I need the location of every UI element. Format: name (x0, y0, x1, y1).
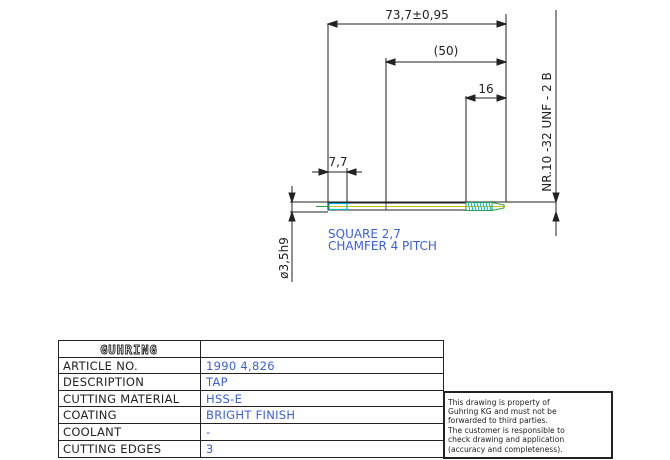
disclaimer-box: This drawing is property of Guhring KG a… (443, 391, 613, 459)
cutting-edges-label: CUTTING EDGES (63, 442, 161, 456)
disclaimer-line: This drawing is property of (447, 398, 550, 407)
guhring-logo: GUHRING (100, 343, 158, 357)
coating-value: BRIGHT FINISH (206, 408, 295, 422)
disclaimer-line: (accuracy and completeness). (448, 445, 563, 454)
disclaimer-line: The customer is responsible to (447, 426, 565, 435)
overall-length-text: 73,7±0,95 (385, 8, 449, 22)
dimension-lines (288, 20, 560, 282)
chamfer-annotation: CHAMFER 4 PITCH (328, 239, 437, 253)
cutting-edges-value: 3 (206, 442, 214, 456)
extension-lines (290, 10, 557, 236)
coolant-label: COOLANT (63, 425, 122, 439)
square-annotation: SQUARE 2,7 (328, 227, 401, 241)
thread-spec-text: NR.10 -32 UNF - 2 B (540, 72, 554, 192)
description-label: DESCRIPTION (63, 375, 144, 389)
thread-section (465, 201, 505, 212)
shank-diameter-text: ø3,5h9 (277, 237, 291, 279)
disclaimer-line: Guhring KG and must not be (448, 407, 557, 416)
article-no-value: 1990 4,826 (206, 359, 275, 373)
coolant-value: - (206, 425, 210, 439)
cutting-material-label: CUTTING MATERIAL (63, 392, 180, 406)
article-no-label: ARTICLE NO. (63, 359, 138, 373)
description-value: TAP (205, 375, 228, 389)
thread-length-text: 16 (478, 82, 493, 96)
title-block: GUHRING ARTICLE NO. 1990 4,826 DESCRIPTI… (58, 340, 444, 458)
disclaimer-line: forwarded to third parties. (448, 416, 548, 425)
coating-label: COATING (63, 408, 117, 422)
disclaimer-line: check drawing and application (448, 435, 564, 444)
reference-length-text: (50) (434, 44, 459, 58)
tap-body (316, 201, 505, 212)
cutting-material-value: HSS-E (206, 392, 242, 406)
square-length-text: 7,7 (328, 155, 347, 169)
